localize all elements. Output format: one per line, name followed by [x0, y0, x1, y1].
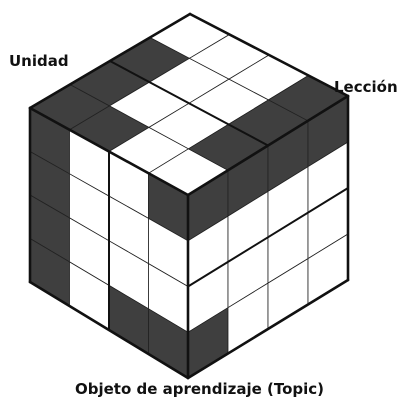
cube-edge [186, 94, 350, 197]
leccion-label: Lección [334, 78, 398, 96]
objeto-label: Objeto de aprendizaje (Topic) [74, 380, 325, 398]
unidad-label: Unidad [9, 52, 69, 70]
top-divider-line [109, 60, 269, 147]
cube-edge [188, 12, 350, 98]
cube-edge [28, 106, 190, 197]
cube-edge [28, 280, 190, 380]
cube-edge [28, 12, 192, 110]
right-divider-line [187, 187, 349, 288]
cube-edge [186, 278, 350, 380]
